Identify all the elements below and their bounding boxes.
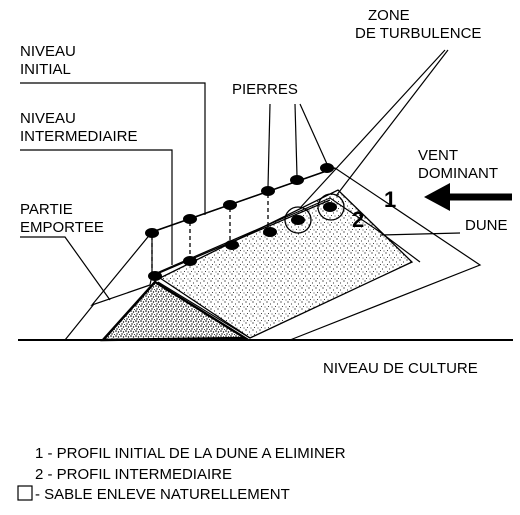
- stone: [223, 200, 237, 210]
- stone: [290, 175, 304, 185]
- legend-item-2: 2 - PROFIL INTERMEDIAIRE: [35, 466, 232, 483]
- legend-swatch: [17, 485, 33, 501]
- label-niveau-intermediaire-line1: NIVEAU: [20, 110, 76, 127]
- dune-shadow-edge: [157, 281, 251, 339]
- label-partie-line1: PARTIE: [20, 201, 73, 218]
- sand-removed-area: [158, 189, 414, 339]
- label-niveau-initial-line2: INITIAL: [20, 61, 71, 78]
- marker-1: 1: [384, 187, 396, 212]
- label-partie-line2: EMPORTEE: [20, 219, 104, 236]
- remaining-dune: [100, 280, 250, 342]
- turbulence-circle: [317, 193, 345, 221]
- intermediate-profile: [151, 197, 421, 276]
- turbulence-circle: [284, 206, 312, 234]
- stones: [145, 163, 337, 281]
- label-niveau-culture: NIVEAU DE CULTURE: [323, 360, 478, 377]
- label-dune: DUNE: [465, 217, 508, 234]
- legend: 1 - PROFIL INITIAL DE LA DUNE A ELIMINER…: [17, 445, 346, 503]
- marker-2: 2: [352, 207, 364, 232]
- intermediate-level-line: [151, 199, 331, 277]
- label-vent-line1: VENT: [418, 147, 458, 164]
- stone: [183, 214, 197, 224]
- stone-connectors: [151, 194, 269, 275]
- stone: [183, 256, 197, 266]
- label-zone-line2: DE TURBULENCE: [355, 25, 481, 42]
- stone: [225, 240, 239, 250]
- legend-item-1: 1 - PROFIL INITIAL DE LA DUNE A ELIMINER: [35, 445, 346, 462]
- stone: [323, 202, 337, 212]
- initial-level-line: [151, 167, 336, 233]
- stone: [148, 271, 162, 281]
- legend-item-3: - SABLE ENLEVE NATURELLEMENT: [35, 486, 290, 503]
- label-vent-line2: DOMINANT: [418, 165, 498, 182]
- stone: [291, 215, 305, 225]
- stone: [263, 227, 277, 237]
- stone: [145, 228, 159, 238]
- wind-arrow-head: [424, 183, 450, 211]
- stone: [261, 186, 275, 196]
- label-niveau-intermediaire-line2: INTERMEDIAIRE: [20, 128, 138, 145]
- label-niveau-initial-line1: NIVEAU: [20, 43, 76, 60]
- label-zone-line1: ZONE: [368, 7, 410, 24]
- label-pierres: PIERRES: [232, 81, 298, 98]
- stone: [320, 163, 334, 173]
- leader-lines: [20, 49, 461, 301]
